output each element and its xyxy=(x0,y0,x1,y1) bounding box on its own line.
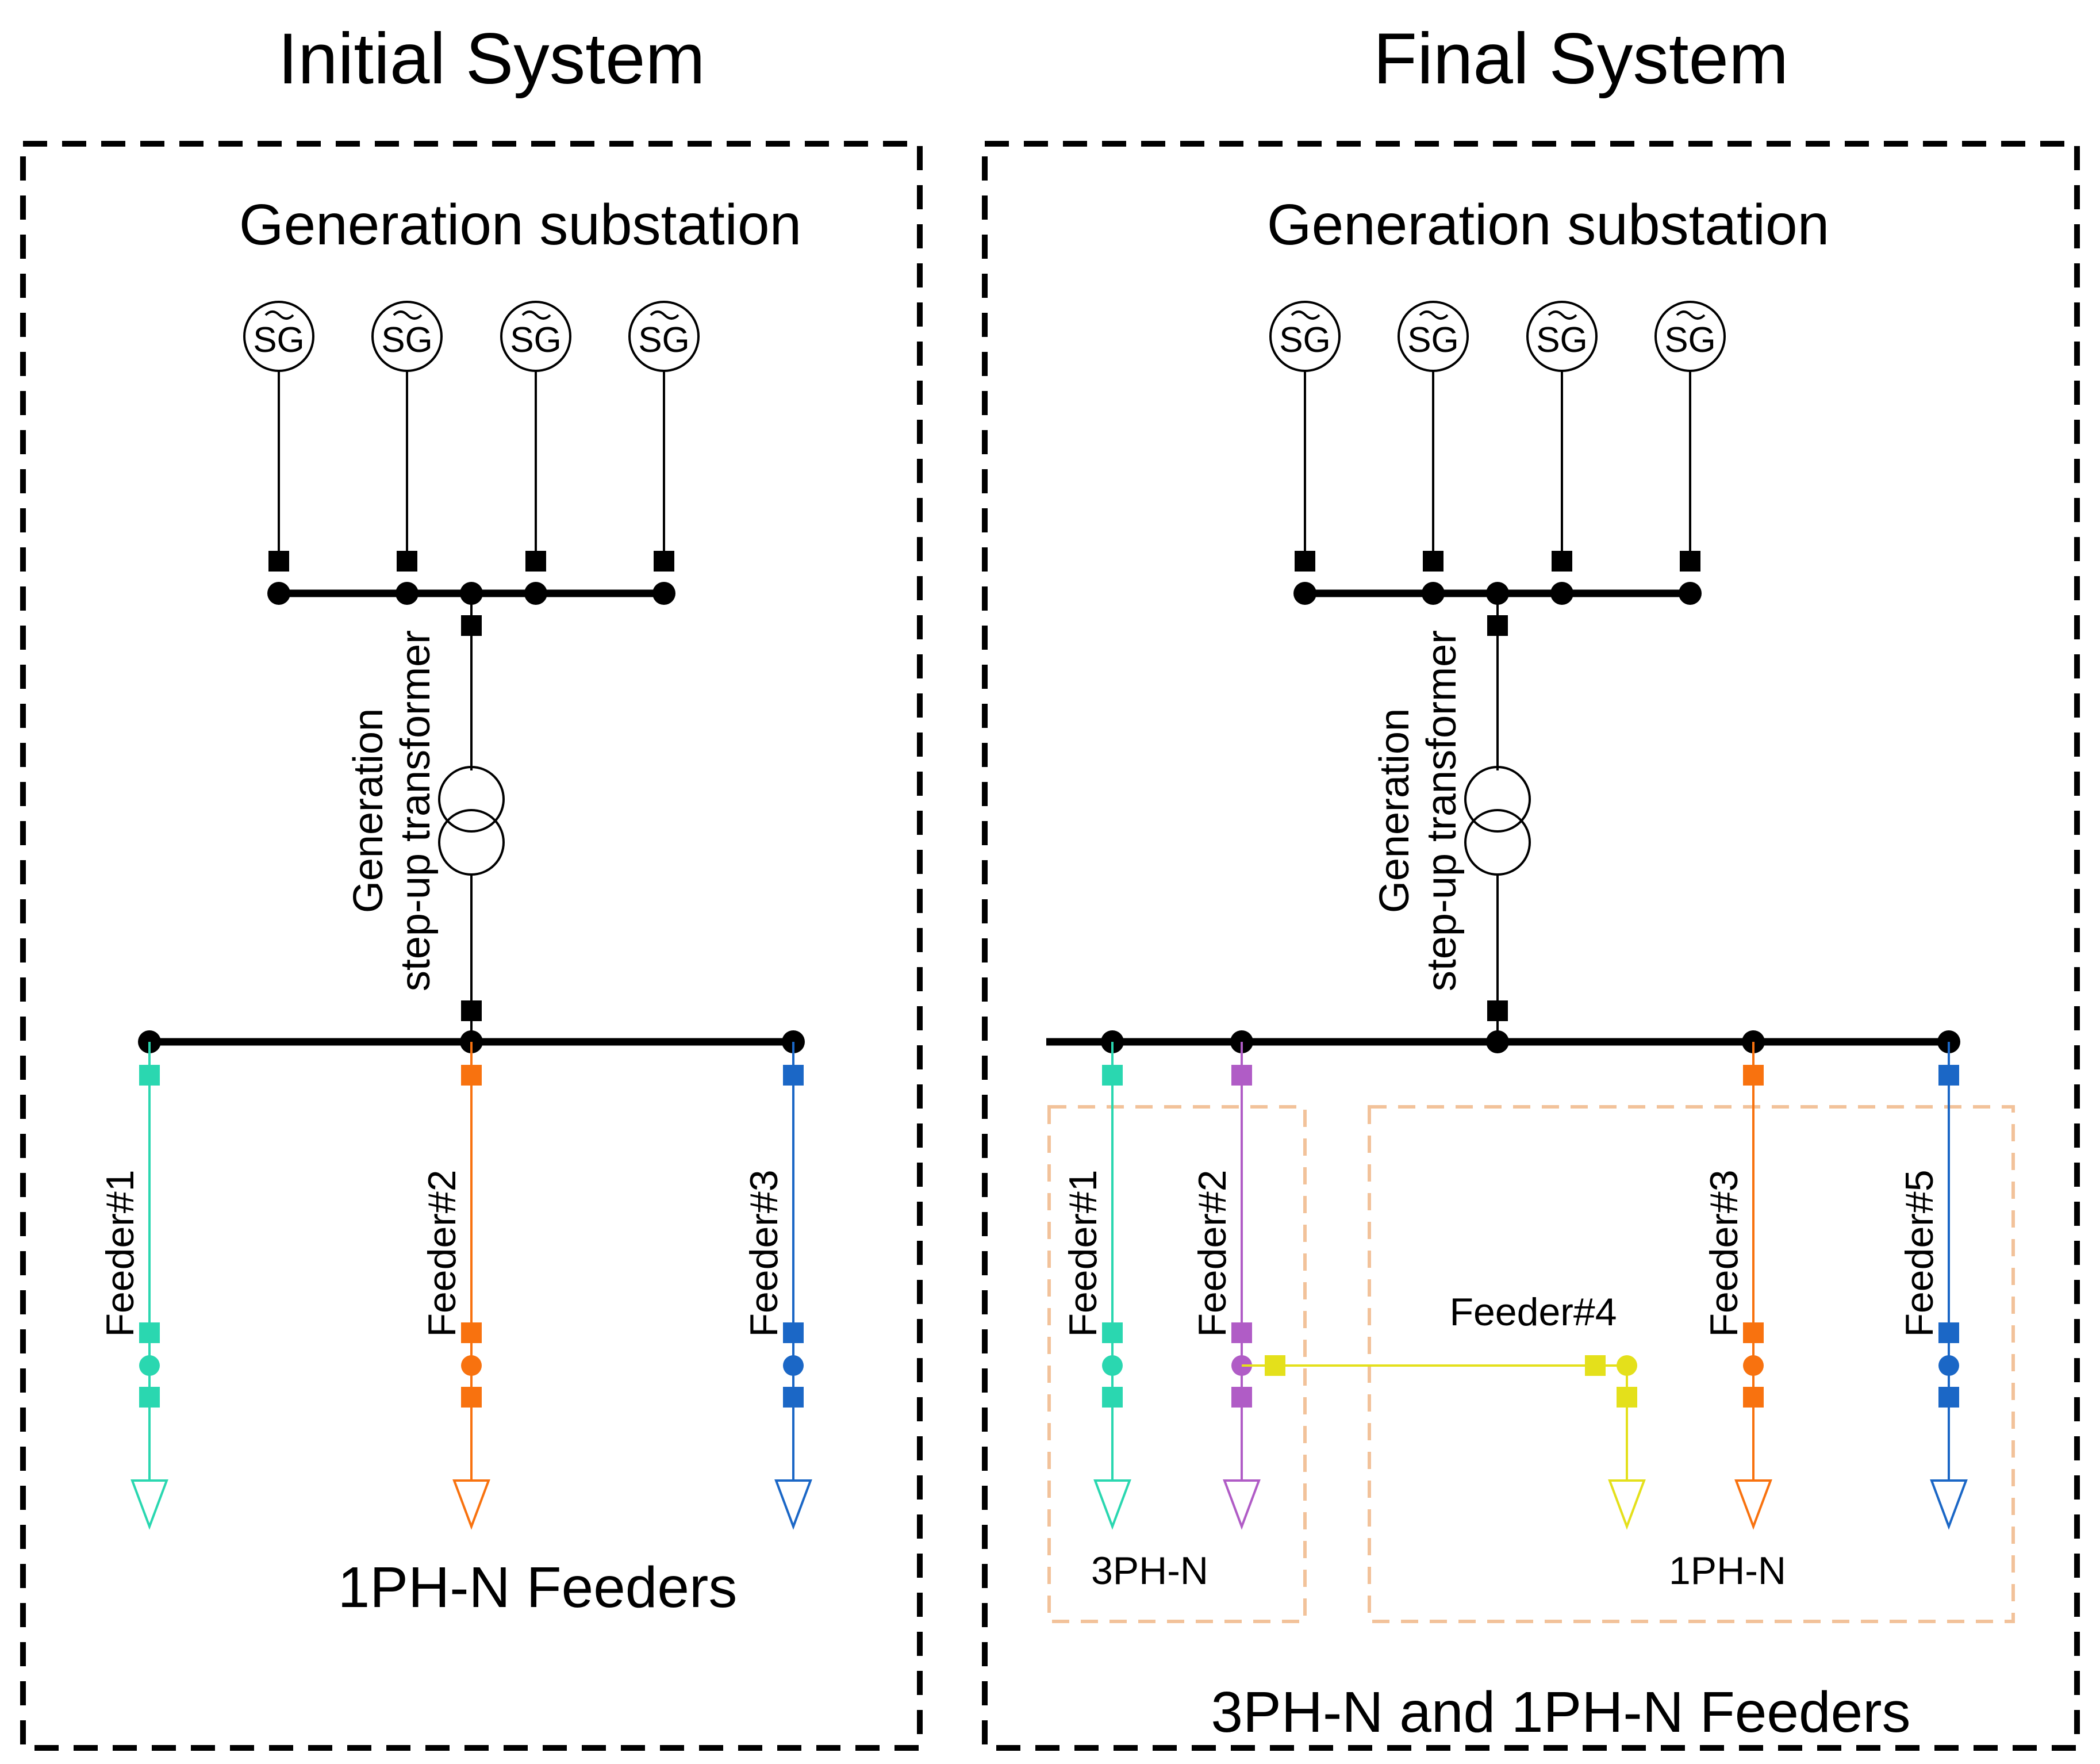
final-footer-label: 3PH-N and 1PH-N Feeders xyxy=(1211,1680,1910,1744)
final-substation-label: Generation substation xyxy=(1267,193,1829,257)
transformer-icon xyxy=(438,766,505,833)
feeder-label: Feeder#3 xyxy=(742,1169,786,1337)
final-system-frame xyxy=(982,141,2080,1751)
load-arrow-icon xyxy=(1093,1479,1131,1530)
single-phase-group-label: 1PH-N xyxy=(1669,1549,1786,1593)
svg-text:SG: SG xyxy=(253,320,305,360)
generator-icon: SG xyxy=(500,301,571,572)
generator-icon: SG xyxy=(1269,301,1341,572)
initial-substation-label: Generation substation xyxy=(239,193,801,257)
feeder-label: Feeder#4 xyxy=(1449,1290,1617,1334)
final-distribution-bus xyxy=(1046,1030,1960,1053)
generator-icon: SG xyxy=(243,301,314,572)
initial-system-frame xyxy=(20,141,923,1751)
load-arrow-icon xyxy=(774,1479,812,1530)
transformer-icon xyxy=(1464,766,1531,833)
feeder-label: Feeder#5 xyxy=(1898,1169,1941,1337)
load-arrow-icon xyxy=(452,1479,490,1530)
initial-feeder-2: Feeder#2 xyxy=(420,1042,490,1530)
load-arrow-icon xyxy=(130,1479,168,1530)
final-transformer-label-line2: step-up transformer xyxy=(1419,630,1465,991)
feeder-label: Feeder#2 xyxy=(420,1169,464,1337)
initial-generators: SG SG SG SG xyxy=(243,301,700,572)
generator-icon: SG xyxy=(628,301,700,572)
final-system-title: Final System xyxy=(1373,19,1788,99)
final-feeder-2: Feeder#2 xyxy=(1191,1042,1261,1530)
svg-text:SG: SG xyxy=(381,320,433,360)
svg-text:SG: SG xyxy=(1407,320,1459,360)
single-phase-group-frame xyxy=(1368,1105,2015,1623)
load-arrow-icon xyxy=(1930,1479,1968,1530)
svg-text:SG: SG xyxy=(638,320,690,360)
initial-feeder-1: Feeder#1 xyxy=(98,1042,168,1530)
final-transformer: Generation step-up transformer xyxy=(1372,593,1531,1042)
svg-text:SG: SG xyxy=(510,320,562,360)
load-arrow-icon xyxy=(1608,1479,1646,1530)
initial-transformer: Generation step-up transformer xyxy=(345,593,505,1042)
load-arrow-icon xyxy=(1734,1479,1772,1530)
final-feeder-5: Feeder#5 xyxy=(1898,1042,1968,1530)
initial-system-panel: Initial System Generation substation SG … xyxy=(20,19,923,1751)
svg-text:SG: SG xyxy=(1279,320,1331,360)
initial-feeder-3: Feeder#3 xyxy=(742,1042,812,1530)
three-phase-group-label: 3PH-N xyxy=(1091,1549,1208,1593)
feeder-label: Feeder#1 xyxy=(1061,1169,1105,1337)
initial-system-title: Initial System xyxy=(278,19,705,99)
svg-text:SG: SG xyxy=(1536,320,1588,360)
feeder-label: Feeder#2 xyxy=(1191,1169,1234,1337)
final-feeder-1: Feeder#1 xyxy=(1061,1042,1131,1530)
final-transformer-label-line1: Generation xyxy=(1372,708,1418,913)
generator-icon: SG xyxy=(1526,301,1598,572)
final-feeder-4: Feeder#4 xyxy=(1242,1290,1646,1530)
initial-footer-label: 1PH-N Feeders xyxy=(338,1555,738,1620)
initial-transformer-label-line1: Generation xyxy=(345,708,391,913)
load-arrow-icon xyxy=(1223,1479,1261,1530)
final-generators: SG SG SG SG xyxy=(1269,301,1726,572)
feeder-label: Feeder#1 xyxy=(98,1169,142,1337)
initial-transformer-label-line2: step-up transformer xyxy=(393,630,439,991)
generator-icon: SG xyxy=(371,301,443,572)
generator-icon: SG xyxy=(1398,301,1469,572)
final-feeder-3: Feeder#3 xyxy=(1702,1042,1772,1530)
final-system-panel: Final System Generation substation SG SG xyxy=(982,19,2080,1751)
generator-icon: SG xyxy=(1654,301,1726,572)
feeder-label: Feeder#3 xyxy=(1702,1169,1746,1337)
three-phase-group-frame xyxy=(1047,1105,1307,1623)
svg-text:SG: SG xyxy=(1664,320,1716,360)
